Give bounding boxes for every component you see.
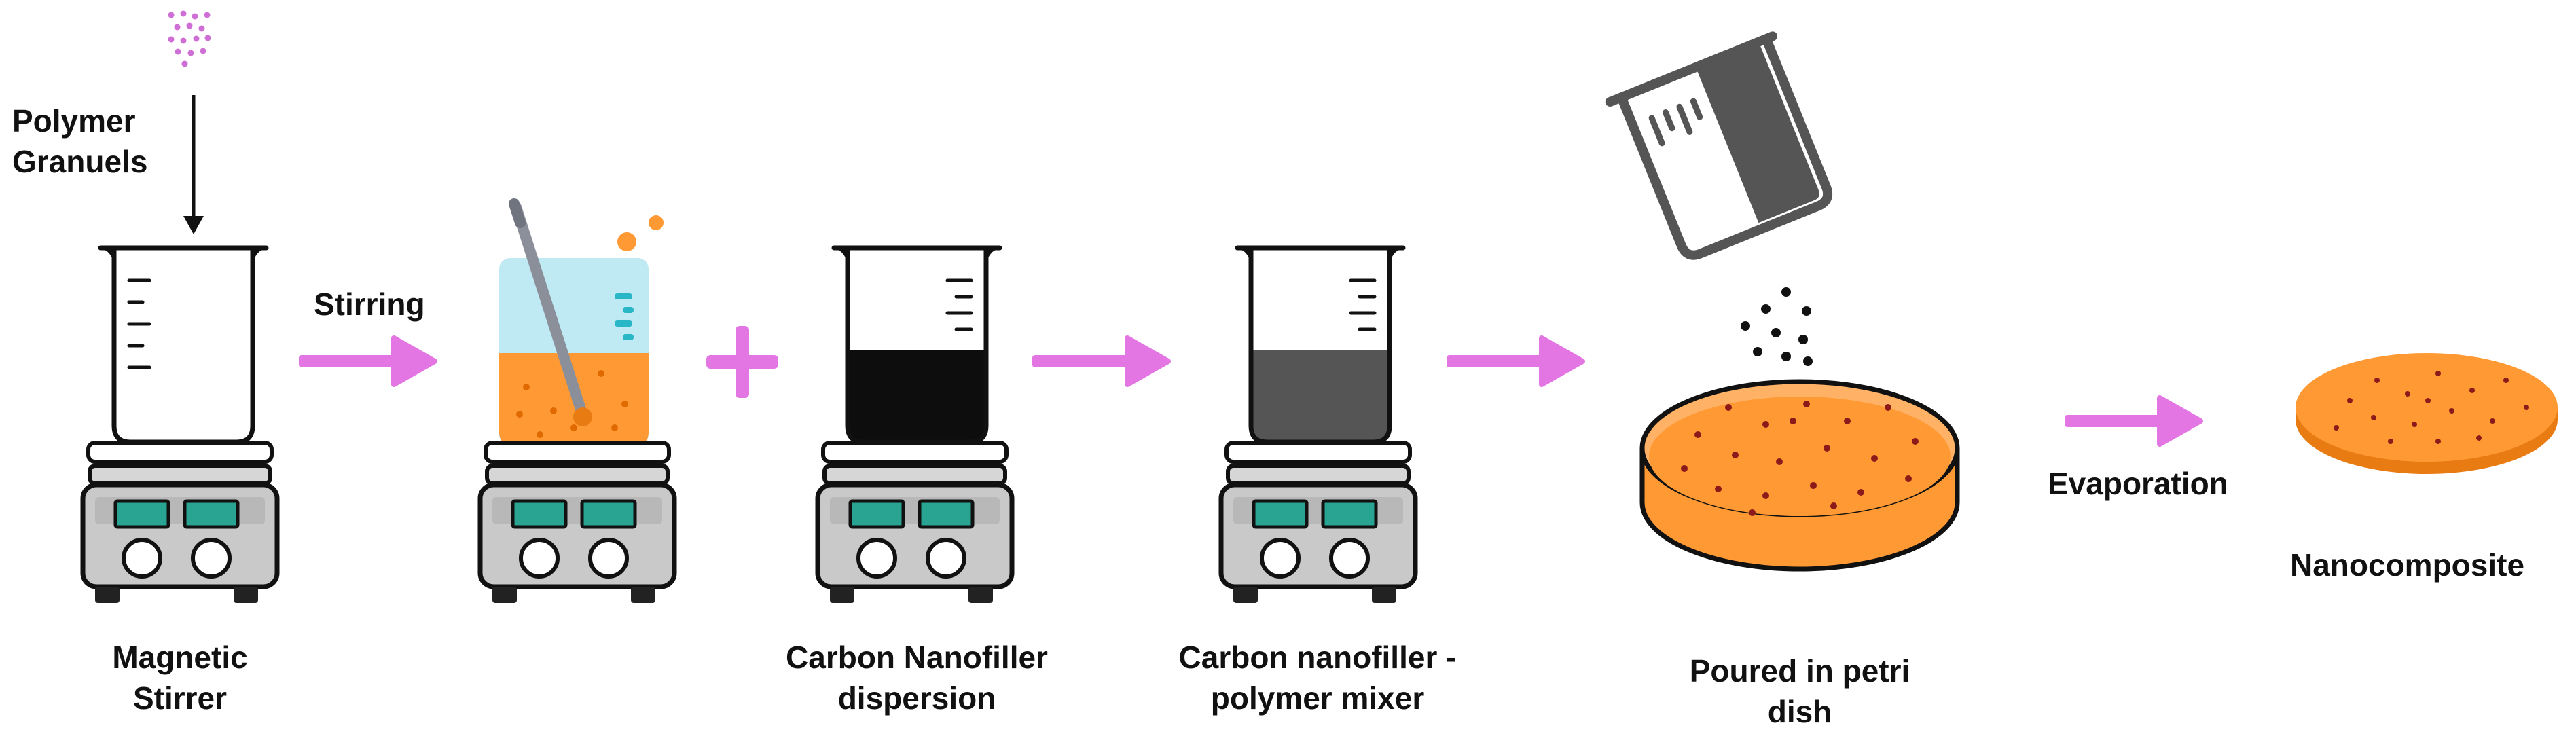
polymer-granules-label: Polymer Granuels	[12, 100, 147, 182]
petri-dish-label: Poured in petri dish	[1644, 651, 1956, 732]
magnetic-stirrer-icon	[1221, 443, 1415, 603]
dispersion-label-line2: dispersion	[837, 680, 996, 716]
arrow-icon	[1032, 338, 1168, 384]
pouring-beaker-icon	[1605, 31, 1833, 260]
stir-rod-icon	[509, 198, 664, 426]
mixer-label-line1: Carbon nanofiller -	[1178, 640, 1457, 675]
arrow-icon	[299, 338, 435, 384]
magnetic-label-line2: Stirrer	[132, 680, 228, 716]
magnetic-stirrer-icon	[480, 443, 674, 603]
magnetic-stirrer-label: Magnetic Stirrer	[81, 637, 278, 718]
polymer-label-line2: Granuels	[12, 144, 148, 179]
petri-dish-icon	[1639, 379, 1960, 572]
plus-icon	[706, 326, 778, 398]
magnetic-stirrer-icon	[818, 443, 1012, 603]
polymer-mixer-label: Carbon nanofiller - polymer mixer	[1141, 637, 1494, 718]
pour-drops	[1741, 287, 1813, 366]
mixer-label-line2: polymer mixer	[1210, 680, 1425, 716]
evaporation-label: Evaporation	[2048, 466, 2228, 501]
nanocomposite-label: Nanocomposite	[2290, 547, 2525, 583]
beaker-dispersion	[834, 248, 1000, 442]
beaker-empty	[101, 248, 266, 442]
poured-label-line1: Poured in petri	[1689, 653, 1910, 689]
magnetic-stirrer-icon	[83, 443, 277, 603]
nanocomposite-disc-icon	[2296, 353, 2558, 474]
polymer-label-line1: Polymer	[12, 103, 136, 139]
granules-icon	[168, 10, 211, 67]
arrow-icon	[1447, 338, 1582, 384]
dispersion-label-line1: Carbon Nanofiller	[786, 640, 1048, 675]
carbon-dispersion-label: Carbon Nanofiller dispersion	[747, 637, 1087, 718]
stirring-label: Stirring	[314, 287, 425, 322]
down-arrow-icon	[183, 95, 204, 234]
magnetic-label-line1: Magnetic	[112, 640, 248, 675]
arrow-icon	[2065, 398, 2200, 444]
beaker-mixer	[1237, 248, 1403, 442]
poured-label-line2: dish	[1767, 694, 1832, 729]
